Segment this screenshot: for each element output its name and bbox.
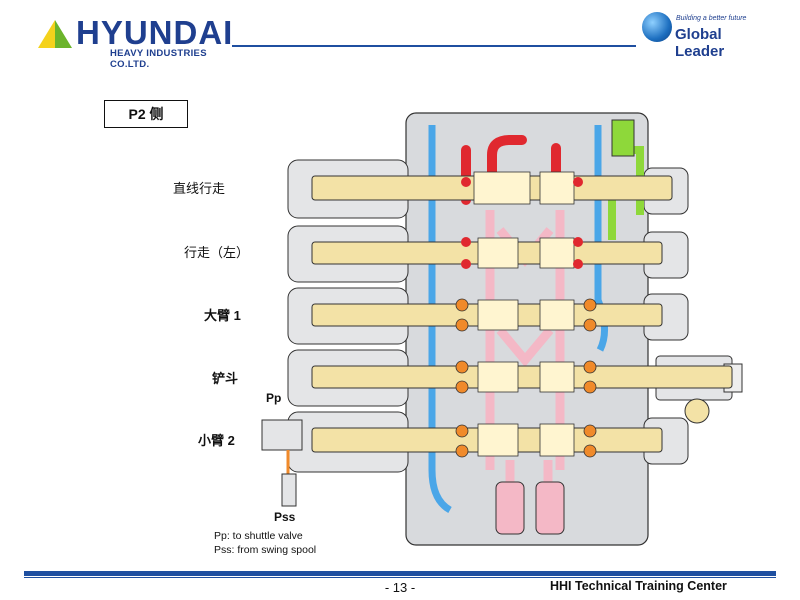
spool-label-boom-1: 大臂 1 [204, 308, 241, 323]
spool-label-travel-left: 行走（左） [184, 245, 250, 260]
pressure-markers [461, 177, 583, 269]
spool-label-arm-2: 小臂 2 [198, 433, 235, 448]
page-number: - 13 - [384, 580, 416, 595]
footer-bar [24, 571, 776, 576]
spool-label-bucket: 铲斗 [212, 371, 239, 386]
training-center-name: HHI Technical Training Center [550, 579, 727, 593]
header-divider [232, 45, 636, 47]
tagline: Building a better future [676, 15, 747, 22]
spool-4 [311, 365, 733, 389]
spool-label-straight-travel: 直线行走 [173, 181, 226, 196]
brand-subtitle: HEAVY INDUSTRIES CO.LTD. [110, 48, 207, 70]
relief-valves [495, 481, 565, 535]
note-pss: Pss: from swing spool [214, 544, 317, 556]
global-leader-text: Global Leader [675, 26, 725, 60]
note-pp: Pp: to shuttle valve [214, 530, 303, 542]
brand-name: HYUNDAI [76, 14, 234, 51]
load-check-ports [455, 298, 597, 458]
port-label-pss: Pss [274, 510, 296, 524]
spool-caps [287, 159, 409, 473]
hyundai-triangle-icon [38, 20, 72, 48]
footer-line [24, 577, 776, 578]
pilot-port-icon [611, 119, 635, 157]
global-leader-logo: Building a better future Global Leader [642, 12, 772, 60]
port-label-pp: Pp [266, 391, 282, 405]
spool-lands [473, 171, 575, 457]
side-title-box: P2 侧 [104, 100, 188, 128]
globe-icon [642, 12, 672, 42]
right-port-icon [684, 398, 710, 424]
hyundai-logo: HYUNDAI HEAVY INDUSTRIES CO.LTD. [36, 14, 236, 70]
pss-port [261, 419, 303, 507]
